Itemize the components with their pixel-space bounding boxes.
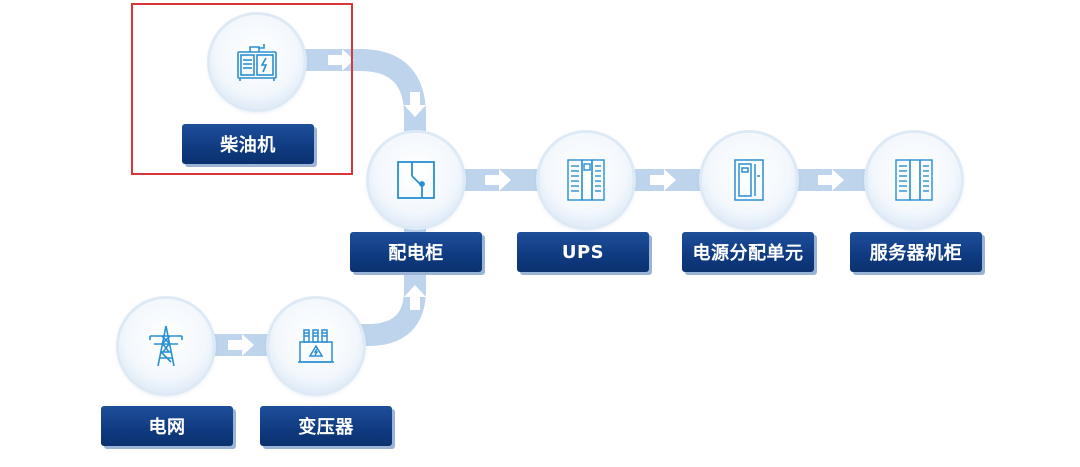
server-rack-icon bbox=[895, 159, 933, 201]
node-label-pdu: 电源分配单元 bbox=[682, 232, 814, 272]
node-label-ups: UPS bbox=[517, 232, 649, 272]
node-label-switchboard: 配电柜 bbox=[350, 232, 482, 272]
switch-icon bbox=[397, 161, 435, 199]
selection-highlight bbox=[131, 3, 353, 175]
arrow-right-icon bbox=[228, 334, 254, 356]
node-circle bbox=[867, 133, 961, 227]
power-distribution-cabinet-icon bbox=[734, 159, 764, 201]
diesel-generator-icon bbox=[237, 44, 277, 81]
arrow-up-icon bbox=[404, 285, 426, 310]
node-circle bbox=[210, 15, 304, 109]
node-circle bbox=[539, 133, 633, 227]
ups-cabinet-icon bbox=[567, 159, 605, 201]
node-label-transformer: 变压器 bbox=[260, 406, 392, 446]
transformer-icon bbox=[298, 329, 334, 363]
node-label-rack: 服务器机柜 bbox=[850, 232, 982, 272]
node-circle bbox=[702, 133, 796, 227]
arrow-right-icon bbox=[485, 169, 511, 191]
node-circle bbox=[369, 133, 463, 227]
arrow-down-icon bbox=[404, 92, 426, 117]
node-circle bbox=[119, 299, 213, 393]
arrow-right-icon bbox=[818, 169, 844, 191]
node-label-diesel: 柴油机 bbox=[182, 124, 314, 164]
arrow-right-icon bbox=[328, 49, 354, 71]
node-circle bbox=[269, 299, 363, 393]
node-label-grid: 电网 bbox=[101, 406, 233, 446]
arrow-right-icon bbox=[650, 169, 676, 191]
power-tower-icon bbox=[149, 325, 183, 367]
